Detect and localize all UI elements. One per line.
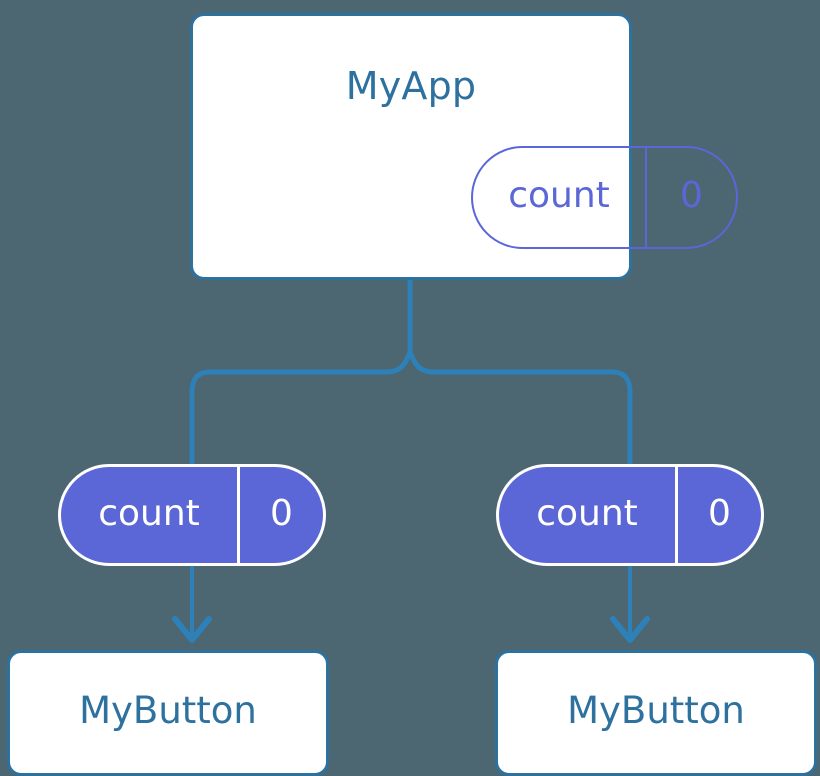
state-pill-root[interactable]: count 0 (471, 146, 738, 249)
arrow-right-head-icon (610, 616, 650, 643)
component-title-mybutton-right: MyButton (567, 689, 745, 732)
component-box-mybutton-right[interactable]: MyButton (495, 650, 817, 776)
branch-split-left (385, 351, 413, 375)
state-pill-left-value: 0 (270, 492, 293, 534)
state-pill-root-value: 0 (680, 175, 703, 216)
branch-split-right (407, 351, 435, 375)
state-pill-right-key: count (499, 467, 678, 563)
component-box-mybutton-left[interactable]: MyButton (7, 650, 329, 776)
component-title-mybutton-left: MyButton (79, 689, 257, 732)
state-pill-right[interactable]: count 0 (496, 464, 764, 566)
state-pill-right-value: 0 (708, 492, 731, 534)
component-box-myapp[interactable]: MyApp count 0 (190, 13, 738, 280)
state-pill-root-key: count (473, 148, 647, 247)
component-title-myapp: MyApp (345, 64, 477, 108)
edge-to-left-state (189, 369, 386, 464)
state-pill-left-key: count (61, 467, 240, 563)
state-pill-left[interactable]: count 0 (58, 464, 326, 566)
edge-to-right-state (434, 369, 633, 464)
arrow-left-head-icon (172, 616, 212, 643)
